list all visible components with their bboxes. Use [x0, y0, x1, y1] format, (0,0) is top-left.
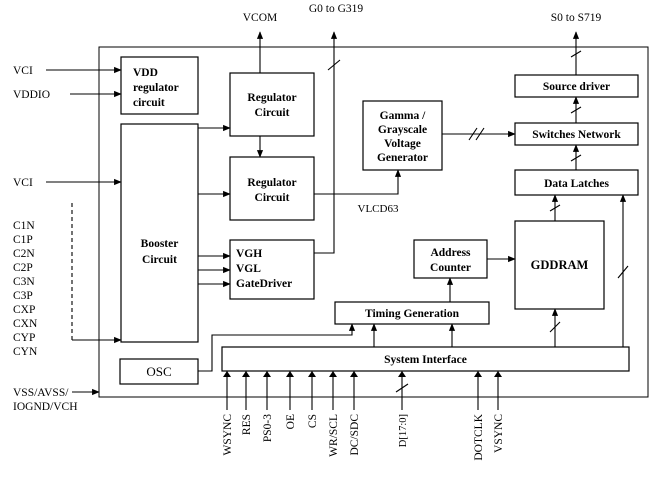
vdd-regulator-label-2: regulator: [133, 82, 179, 94]
pin-cs: CS: [307, 414, 319, 428]
gamma-generator-block: Gamma / Grayscale Voltage Generator: [362, 100, 443, 171]
switches-network-label: Switches Network: [532, 129, 621, 141]
address-counter-label-1: Address: [430, 247, 471, 259]
pin-dc-sdc: DC/SDC: [349, 414, 361, 456]
gddram-label: GDDRAM: [531, 258, 589, 272]
address-counter-label-2: Counter: [430, 262, 471, 274]
signal-vlcd63: VLCD63: [358, 203, 399, 215]
data-latches-block: Data Latches: [514, 169, 639, 196]
gate-driver-label-3: GateDriver: [236, 278, 292, 290]
pin-c1n: C1N: [13, 220, 35, 232]
vdd-regulator-block: VDD regulator circuit: [120, 56, 199, 115]
system-interface-block: System Interface: [221, 346, 630, 372]
gamma-label-1: Gamma /: [380, 110, 426, 122]
booster-label-2: Circuit: [142, 254, 177, 266]
pin-cxn: CXN: [13, 318, 38, 330]
data-latches-label: Data Latches: [544, 178, 609, 190]
pin-c1p: C1P: [13, 234, 33, 246]
gate-driver-label-2: VGL: [236, 263, 261, 275]
source-driver-block: Source driver: [514, 74, 639, 98]
internal-wiring: [198, 31, 629, 372]
pin-ground-1: VSS/AVSS/: [13, 387, 69, 399]
gate-driver-label-1: VGH: [236, 248, 262, 260]
signal-vcom: VCOM: [243, 12, 278, 24]
timing-generation-label: Timing Generation: [365, 308, 460, 320]
pin-res: RES: [241, 414, 253, 435]
booster-circuit-block: Booster Circuit: [120, 123, 199, 343]
osc-label: OSC: [146, 364, 171, 379]
regulator-mid-block: Regulator Circuit: [229, 156, 315, 221]
signal-source-out: S0 to S719: [551, 12, 602, 24]
pin-vci-top: VCI: [13, 65, 33, 77]
regulator-mid-label-1: Regulator: [247, 177, 296, 189]
gamma-label-3: Voltage: [384, 138, 421, 150]
pin-vddio: VDDIO: [13, 89, 50, 101]
pin-c3n: C3N: [13, 276, 35, 288]
regulator-top-block: Regulator Circuit: [229, 72, 315, 137]
pin-vci-mid: VCI: [13, 177, 33, 189]
regulator-top-label-2: Circuit: [255, 107, 290, 119]
vdd-regulator-label-1: VDD: [133, 67, 158, 79]
pin-dotclk: DOTCLK: [473, 413, 485, 460]
pin-vsync: VSYNC: [493, 414, 505, 453]
pin-wr-scl: WR/SCL: [328, 414, 340, 457]
pin-c2p: C2P: [13, 262, 33, 274]
pin-cxp: CXP: [13, 304, 35, 316]
vdd-regulator-label-3: circuit: [133, 97, 165, 109]
pin-cyn: CYN: [13, 346, 38, 358]
pin-c3p: C3P: [13, 290, 33, 302]
gate-driver-block: VGH VGL GateDriver: [229, 239, 315, 300]
switches-network-block: Switches Network: [514, 122, 639, 146]
pin-cyp: CYP: [13, 332, 35, 344]
regulator-top-label-1: Regulator: [247, 92, 296, 104]
pin-data-bus: D[17:0]: [398, 414, 409, 447]
system-interface-label: System Interface: [384, 354, 467, 366]
gddram-block: GDDRAM: [514, 220, 605, 310]
booster-label-1: Booster: [141, 238, 179, 250]
source-driver-label: Source driver: [543, 81, 610, 93]
gamma-label-4: Generator: [377, 152, 428, 164]
signal-gate-out: G0 to G319: [309, 3, 364, 15]
pin-ps0-3: PS0-3: [262, 414, 274, 442]
gamma-label-2: Grayscale: [378, 124, 427, 136]
pin-c2n: C2N: [13, 248, 35, 260]
pin-ground-2: IOGND/VCH: [13, 401, 78, 413]
left-input-wiring: [46, 66, 122, 396]
pin-wsync: WSYNC: [222, 414, 234, 456]
osc-block: OSC: [119, 358, 199, 385]
bottom-pin-wiring: [223, 371, 502, 410]
regulator-mid-label-2: Circuit: [255, 192, 290, 204]
timing-generation-block: Timing Generation: [334, 301, 490, 325]
address-counter-block: Address Counter: [413, 239, 488, 279]
pin-oe: OE: [285, 414, 297, 429]
